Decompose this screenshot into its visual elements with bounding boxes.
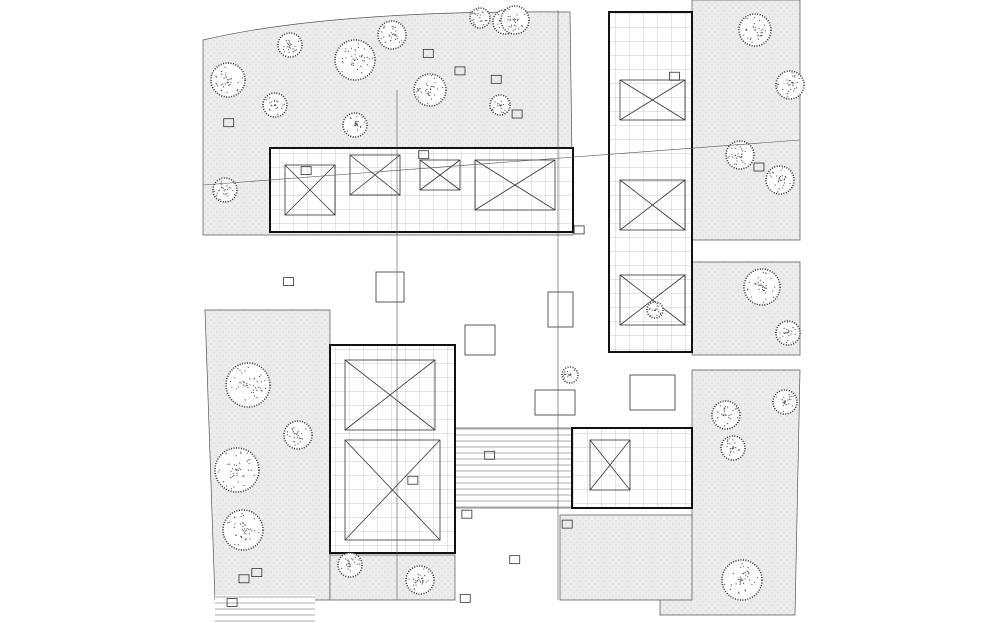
tree-icon: [378, 21, 406, 49]
bench: [462, 510, 472, 518]
tree-icon: [766, 166, 794, 194]
tree-icon: [501, 6, 529, 34]
tree-icon: [721, 436, 745, 460]
ground-areas: [203, 0, 800, 623]
paving-hatch: [215, 595, 315, 623]
building-east: [609, 12, 692, 352]
tree-icon: [722, 560, 762, 600]
ground-bottom-mid: [560, 515, 692, 600]
tree-icon: [215, 448, 259, 492]
tree-icon: [211, 63, 245, 97]
tree-icon: [773, 390, 797, 414]
bench: [510, 556, 520, 564]
tree-icon: [278, 33, 302, 57]
bench: [460, 594, 470, 602]
pavilion: [376, 272, 404, 302]
tree-icon: [776, 321, 800, 345]
tree-icon: [226, 363, 270, 407]
bench: [284, 278, 294, 286]
tree-icon: [470, 8, 490, 28]
tree-icon: [406, 566, 434, 594]
tree-icon: [213, 178, 237, 202]
bench: [574, 226, 584, 234]
pavilion: [630, 375, 675, 410]
tree-icon: [647, 302, 663, 318]
tree-icon: [739, 14, 771, 46]
tree-icon: [776, 71, 804, 99]
pavilion: [548, 292, 573, 327]
tree-icon: [335, 40, 375, 80]
tree-icon: [223, 510, 263, 550]
building-south-west: [330, 345, 455, 553]
pavilion: [535, 390, 575, 415]
tree-icon: [414, 74, 446, 106]
pavilion: [465, 325, 495, 355]
tree-icon: [744, 269, 780, 305]
steps: [455, 428, 573, 508]
tree-icon: [284, 421, 312, 449]
tree-icon: [338, 553, 362, 577]
tree-icon: [490, 95, 510, 115]
tree-icon: [343, 113, 367, 137]
tree-icon: [562, 367, 578, 383]
tree-icon: [712, 401, 740, 429]
tree-icon: [263, 93, 287, 117]
